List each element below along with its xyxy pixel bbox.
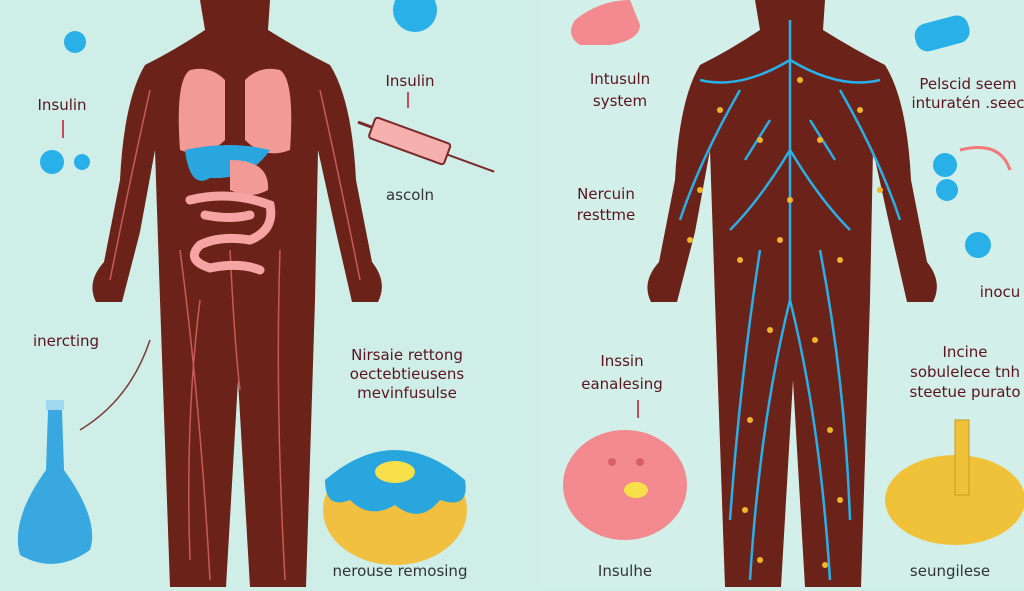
label-top-1: Intusuln [589, 70, 651, 88]
donut-icon [323, 450, 467, 565]
label-lower-1: Inssin [600, 352, 644, 370]
molecule-icon [40, 0, 437, 174]
label-center-1: Nirsaie rettong [351, 346, 463, 364]
liver [185, 145, 270, 181]
label-bottom-insulhe: Insulhe [597, 562, 653, 580]
label-right-2: sobulelece tnh [910, 363, 1020, 381]
label-inercting: inercting [32, 332, 100, 350]
left-body-figure [92, 0, 382, 587]
label-topright-2: inturatén .seec [911, 94, 1024, 112]
label-right-1: Incine [942, 343, 988, 361]
label-right-3: steetue purato [909, 383, 1021, 401]
syringe-icon [357, 116, 495, 173]
label-center-2: oectebtieusens [349, 365, 465, 383]
pad-icon [885, 419, 1024, 545]
lungs [178, 68, 292, 154]
label-mid-2: resttme [576, 206, 636, 224]
nerve-network [678, 20, 902, 581]
label-topright-1: Pelscid seem [919, 75, 1017, 93]
molecule-icon-right [933, 146, 1012, 258]
label-top-2: system [592, 92, 648, 110]
flask-icon [17, 400, 93, 564]
label-insulin-left: Insulin [37, 96, 87, 114]
cell-icon [563, 430, 687, 540]
label-center-3: mevinfusulse [357, 384, 457, 402]
label-bottom-seungilese: seungilese [909, 562, 991, 580]
shoe-icon [571, 0, 640, 45]
label-mid-1: Nercuin [577, 185, 635, 203]
label-bottom-left: nerouse remosing [332, 562, 468, 580]
stomach [230, 160, 269, 195]
label-insulin-top: Insulin [385, 72, 435, 90]
right-body-figure [647, 0, 937, 587]
label-inocu: inocu [979, 283, 1021, 301]
capsule-icon [914, 15, 970, 52]
intestines [185, 191, 276, 275]
label-lower-2: eanalesing [581, 375, 663, 393]
label-ascoln: ascoln [385, 186, 435, 204]
